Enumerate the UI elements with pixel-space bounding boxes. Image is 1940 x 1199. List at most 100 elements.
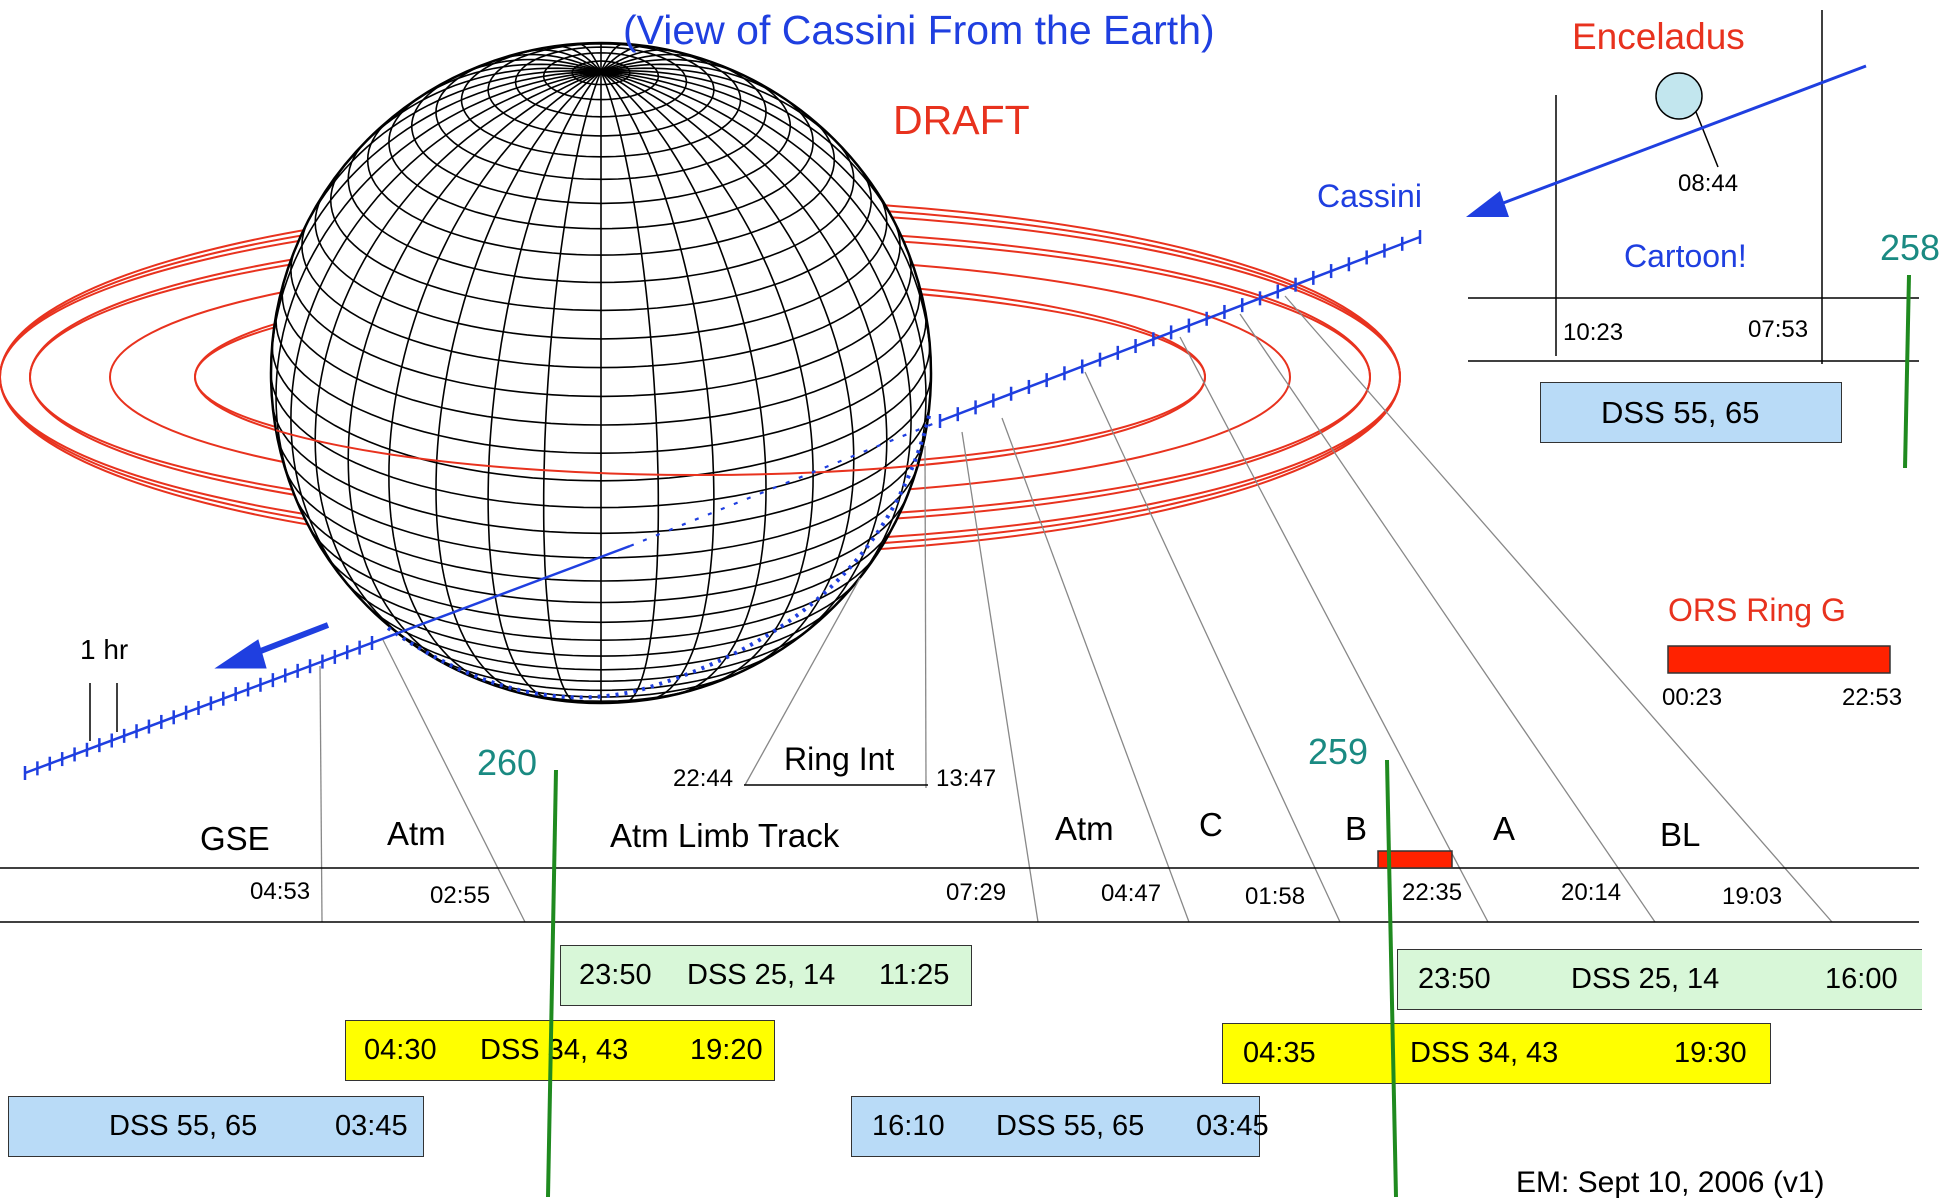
globe-grid-line [369, 607, 833, 671]
dss-34-43-box-left: 04:30 DSS 34, 43 19:20 [345, 1020, 775, 1081]
cassini-label: Cassini [1317, 178, 1422, 214]
track-station: DSS 34, 43 [1410, 1037, 1559, 1069]
globe-grid-line [600, 49, 674, 73]
inset-right-time: 07:53 [1748, 316, 1809, 343]
segment-time: 01:58 [1245, 883, 1306, 910]
globe-grid-line [600, 67, 846, 152]
globe-grid-line [542, 71, 602, 703]
inset-left-time: 10:23 [1563, 319, 1624, 346]
globe-grid-line [314, 197, 888, 340]
track-start: 23:50 [1418, 963, 1491, 995]
track-station: DSS 25, 14 [687, 959, 836, 991]
track-end: 11:25 [879, 959, 950, 991]
segment-gse: GSE [200, 820, 270, 857]
track-end: 19:20 [690, 1034, 763, 1066]
globe-grid-line [571, 60, 631, 86]
globe-grid-line [422, 650, 780, 692]
globe-grid-line [297, 501, 905, 604]
segment-time: 02:55 [430, 882, 491, 909]
ring-front-arc [271, 376, 931, 476]
projection-lines [319, 295, 1833, 923]
footer-credit: EM: Sept 10, 2006 (v1) [1516, 1166, 1825, 1199]
track-end: 16:00 [1825, 963, 1898, 995]
globe-grid-line [564, 700, 638, 703]
inset-dss-box-label: DSS 55, 65 [1601, 394, 1760, 430]
globe-grid-line [542, 52, 660, 101]
cassini-trajectory [23, 230, 1422, 780]
globe-grid-line [600, 69, 904, 239]
globe-grid-line [290, 249, 912, 398]
track-station: DSS 55, 65 [109, 1110, 258, 1142]
ors-ring-g-label: ORS Ring G [1668, 592, 1846, 628]
diagram-title: (View of Cassini From the Earth) [623, 7, 1215, 53]
globe-grid-line [487, 71, 602, 701]
globe-grid-line [514, 46, 688, 118]
hour-scale-label: 1 hr [80, 634, 129, 665]
globe-grid-line [271, 372, 931, 509]
enceladus-closest-time: 08:44 [1678, 170, 1739, 197]
segment-atm-2: Atm [1055, 810, 1114, 847]
globe-grid-line [271, 70, 602, 363]
globe-grid-line [281, 281, 921, 426]
globe-grid-line [311, 531, 891, 624]
saturn-globe [269, 41, 933, 705]
segment-a: A [1493, 810, 1516, 847]
enceladus-moon [1655, 72, 1703, 120]
globe-grid-line [487, 43, 715, 137]
globe-grid-line [600, 71, 715, 701]
segment-time: 04:47 [1101, 880, 1162, 907]
globe-grid-line [271, 346, 931, 482]
dss-55-65-box-center: 16:10 DSS 55, 65 03:45 [851, 1096, 1269, 1157]
track-station: DSS 34, 43 [480, 1034, 629, 1066]
track-start: 04:30 [364, 1034, 437, 1066]
day-260: 260 [477, 742, 538, 783]
dss-25-14-box-right: 23:50 DSS 25, 14 16:00 [1397, 949, 1922, 1010]
segment-atm-1: Atm [387, 815, 446, 852]
globe-grid-line [388, 98, 814, 230]
hour-scale-marker [89, 683, 118, 741]
globe-grid-line [600, 71, 767, 695]
globe-grid-line [392, 628, 810, 682]
segment-atm-limb-track: Atm Limb Track [610, 817, 840, 854]
globe-grid-line [410, 76, 792, 205]
track-station: DSS 25, 14 [1571, 963, 1720, 995]
globe-grid-line [435, 61, 767, 181]
dss-34-43-box-right: 04:35 DSS 34, 43 19:30 [1222, 1023, 1771, 1084]
globe-grid-line [356, 67, 602, 152]
ors-ring-g-bar [1667, 645, 1891, 674]
b-segment-marker [1377, 850, 1453, 869]
globe-grid-line [496, 685, 706, 702]
globe-grid-line [528, 49, 602, 73]
globe-grid-line [348, 584, 854, 657]
limb-dotted-arc [386, 411, 932, 700]
segment-timeline [0, 867, 1919, 923]
globe-grid-line [298, 69, 602, 239]
segment-time: 04:53 [250, 878, 311, 905]
globe-grid-line [301, 219, 901, 369]
track-start: 23:50 [579, 959, 652, 991]
segment-time: 20:14 [1561, 879, 1622, 906]
day-259: 259 [1308, 731, 1369, 772]
segment-bl: BL [1660, 816, 1701, 853]
track-start: 16:10 [872, 1110, 945, 1142]
track-end: 03:45 [335, 1110, 408, 1142]
globe-grid-line [600, 70, 814, 684]
segment-time: 19:03 [1722, 883, 1783, 910]
segment-b: B [1345, 810, 1368, 847]
globe-grid-line [329, 165, 873, 312]
globe-grid-line [275, 313, 927, 454]
draft-label: DRAFT [893, 97, 1030, 143]
globe-grid-line [600, 71, 660, 703]
inset-dss-box: DSS 55, 65 [1540, 382, 1842, 443]
dss-55-65-box-left: DSS 55, 65 03:45 [8, 1096, 424, 1157]
globe-grid-line [435, 71, 602, 695]
track-end: 03:45 [1196, 1110, 1269, 1142]
globe-grid-line [271, 406, 931, 535]
globe-grid-line [277, 438, 925, 559]
enceladus-label: Enceladus [1572, 16, 1745, 57]
segment-time: 22:35 [1402, 879, 1463, 906]
globe-grid-line [347, 141, 855, 284]
track-start: 04:35 [1243, 1037, 1316, 1069]
